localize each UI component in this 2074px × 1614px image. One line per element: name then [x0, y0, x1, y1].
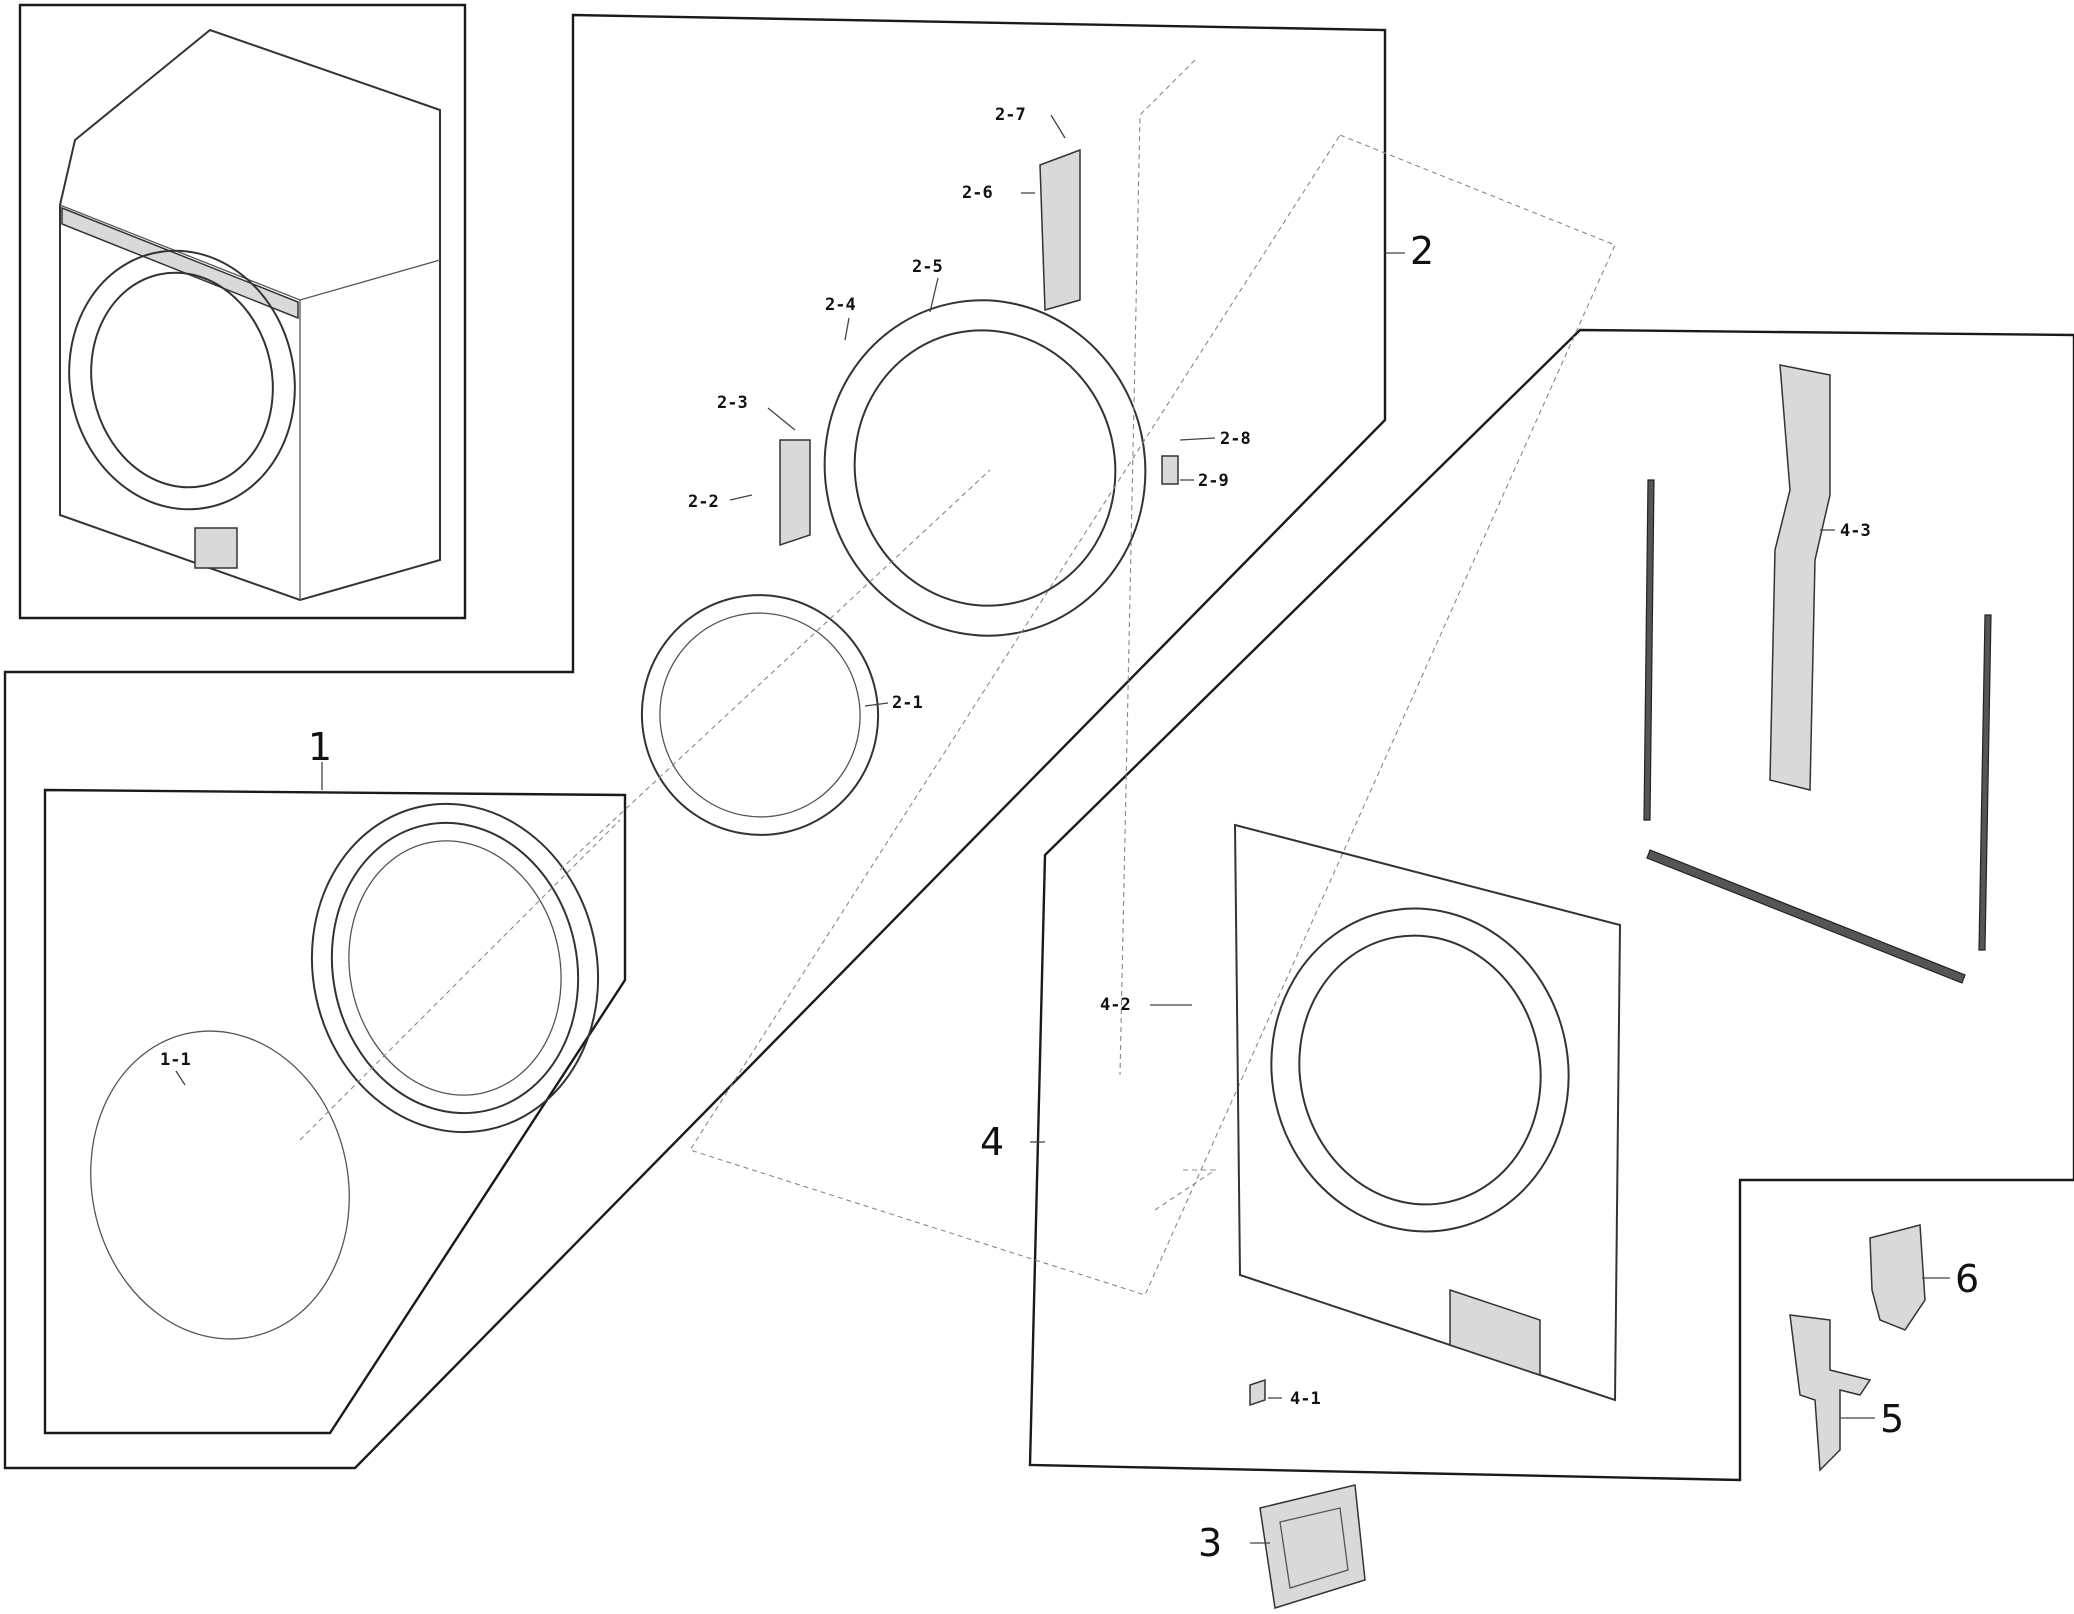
door-frame-drawing: [823, 299, 1147, 637]
inner-glass-drawing: [640, 594, 880, 836]
door-outer-ring-drawing: [310, 802, 600, 1134]
front-panel-drawing: [1233, 823, 1622, 1402]
callout-2-2: 2-2: [688, 492, 719, 512]
frame-bar-drawing: [1643, 364, 1992, 984]
callout-1: 1: [308, 725, 332, 769]
callout-2: 2: [1410, 229, 1434, 273]
callout-3: 3: [1198, 1521, 1222, 1565]
callout-2-9: 2-9: [1198, 471, 1229, 491]
callout-4-1: 4-1: [1290, 1389, 1321, 1409]
callout-5: 5: [1880, 1397, 1904, 1441]
catch-drawing: [1161, 455, 1179, 485]
washer-overview-drawing: [59, 28, 441, 602]
group-1-frame: [43, 788, 627, 1435]
filter-cover-drawing: [1259, 1484, 1366, 1609]
part-5-drawing: [1789, 1314, 1872, 1472]
callout-2-8: 2-8: [1220, 429, 1251, 449]
callout-2-6: 2-6: [962, 183, 993, 203]
callout-2-7: 2-7: [995, 105, 1026, 125]
hinge-drawing: [779, 439, 811, 547]
group-2-frame: [3, 13, 1387, 1470]
callout-4: 4: [980, 1120, 1004, 1164]
callout-2-3: 2-3: [717, 393, 748, 413]
door-glass-drawing: [90, 1030, 350, 1340]
callout-1-1: 1-1: [160, 1050, 191, 1070]
callout-4-2: 4-2: [1100, 995, 1131, 1015]
part-6-drawing: [1869, 1224, 1926, 1331]
callout-2-5: 2-5: [912, 257, 943, 277]
overview-frame: [18, 3, 467, 620]
leader-lines: [175, 114, 1950, 1544]
callout-6: 6: [1955, 1257, 1979, 1301]
callout-2-1: 2-1: [892, 693, 923, 713]
latch-bracket-drawing: [1039, 148, 1081, 311]
callout-2-4: 2-4: [825, 295, 856, 315]
bracket-drawing: [1249, 1378, 1266, 1407]
callout-4-3: 4-3: [1840, 521, 1871, 541]
group-4-frame: [1028, 328, 2074, 1482]
